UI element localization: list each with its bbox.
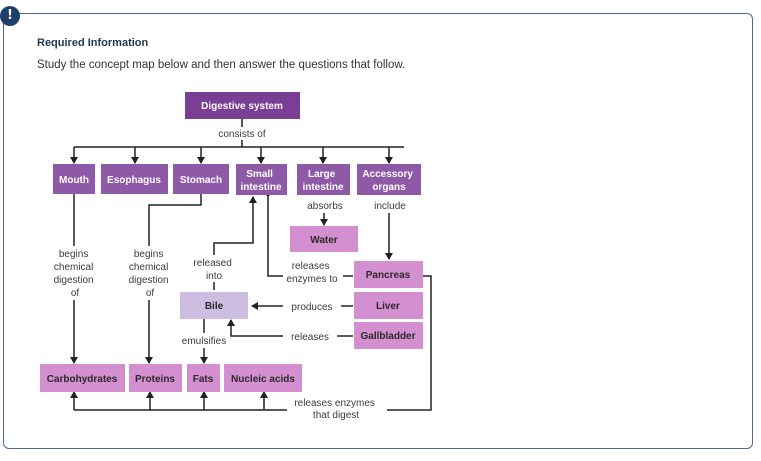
node-carbohydrates: Carbohydrates — [40, 364, 125, 392]
node-accessory-organs: Accessory organs — [357, 164, 421, 195]
node-liver-label: Liver — [376, 301, 400, 312]
node-water-label: Water — [310, 235, 338, 246]
required-information-card — [3, 13, 753, 449]
section-heading: Required Information — [37, 37, 149, 49]
node-mouth: Mouth — [53, 164, 95, 194]
exclamation-icon: ! — [0, 6, 20, 26]
node-mouth-label: Mouth — [59, 175, 89, 186]
node-large-intestine: Large intestine — [297, 164, 350, 195]
node-accessory-organs-label: Accessory organs — [362, 169, 415, 193]
node-nucleic-acids-label: Nucleic acids — [231, 374, 295, 385]
node-esophagus-label: Esophagus — [107, 175, 161, 186]
connectors — [70, 119, 432, 411]
link-released-into: released into — [193, 258, 234, 282]
link-stomach-begins-digestion: begins chemical digestion of — [129, 249, 172, 299]
node-pancreas-label: Pancreas — [366, 270, 411, 281]
link-produces: produces — [291, 302, 332, 313]
link-releases-enzymes-to: releases enzymes to — [286, 261, 338, 285]
node-stomach-label: Stomach — [180, 175, 222, 186]
node-liver: Liver — [354, 292, 423, 319]
instruction-text: Study the concept map below and then ans… — [37, 59, 406, 71]
link-releases-enzymes-digest: releases enzymes that digest — [294, 398, 377, 421]
node-large-intestine-label: Large intestine — [302, 169, 344, 193]
node-pancreas: Pancreas — [354, 261, 423, 288]
node-esophagus: Esophagus — [101, 164, 168, 194]
node-proteins-label: Proteins — [135, 374, 175, 385]
link-absorbs: absorbs — [307, 201, 343, 212]
node-proteins: Proteins — [129, 364, 182, 392]
node-small-intestine: Small intestine — [236, 164, 287, 195]
node-small-intestine-label: Small intestine — [240, 169, 282, 193]
node-gallbladder: Gallbladder — [354, 322, 423, 349]
node-water: Water — [290, 226, 358, 252]
link-emulsifies: emulsifies — [182, 336, 226, 347]
node-bile: Bile — [180, 292, 248, 319]
node-fats-label: Fats — [193, 374, 214, 385]
node-digestive-system-label: Digestive system — [201, 101, 283, 112]
node-bile-label: Bile — [205, 301, 224, 312]
node-gallbladder-label: Gallbladder — [360, 331, 415, 342]
node-nucleic-acids: Nucleic acids — [224, 364, 302, 392]
link-consists-of: consists of — [218, 129, 265, 140]
link-releases: releases — [291, 332, 329, 343]
node-stomach: Stomach — [173, 164, 229, 194]
node-digestive-system: Digestive system — [185, 92, 300, 119]
link-include: include — [374, 201, 406, 212]
link-mouth-begins-digestion: begins chemical digestion of — [54, 249, 97, 299]
node-carbohydrates-label: Carbohydrates — [47, 374, 118, 385]
node-fats: Fats — [187, 364, 220, 392]
